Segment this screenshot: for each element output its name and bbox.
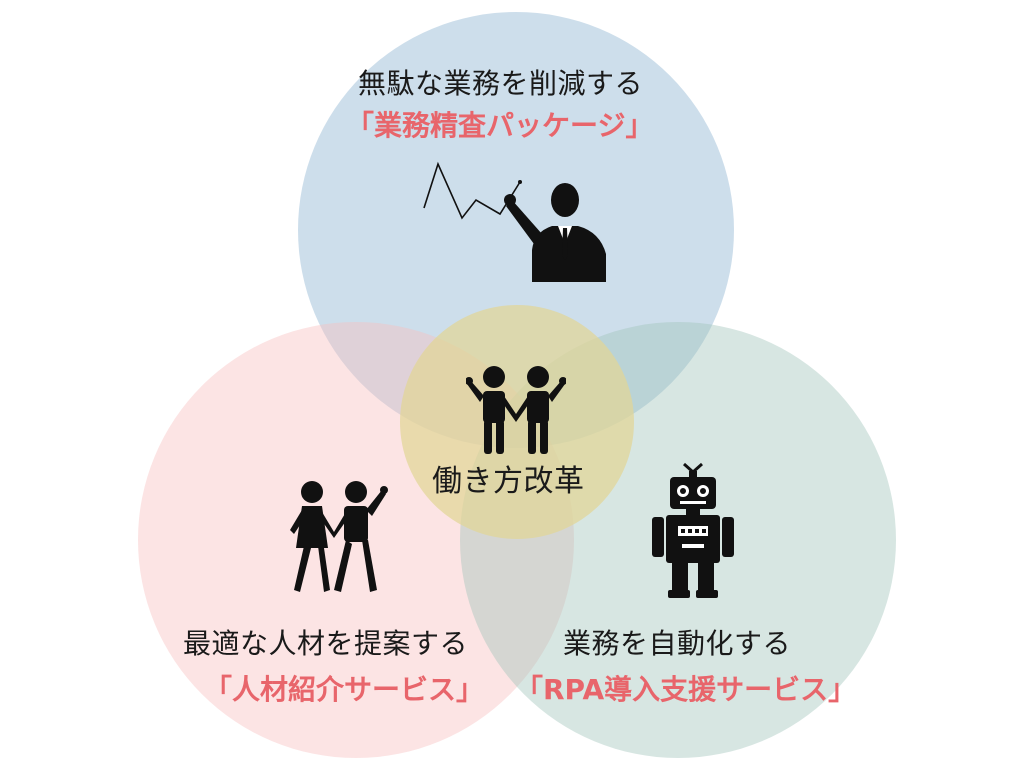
top-circle-product: 「業務精査パッケージ」: [346, 109, 654, 142]
robot-icon: [652, 462, 734, 598]
left-circle-label: 最適な人材を提案する: [183, 627, 469, 660]
circle-center: [400, 305, 634, 539]
right-circle-product: 「RPA導入支援サービス」: [515, 673, 857, 706]
left-circle-product: 「人材紹介サービス」: [204, 673, 485, 706]
presenter-icon: [423, 161, 606, 282]
team-icon: [466, 366, 566, 454]
center-label: 働き方改革: [432, 464, 585, 499]
top-circle-label: 無駄な業務を削減する: [358, 67, 644, 100]
right-circle-label: 業務を自動化する: [563, 627, 792, 660]
couple-icon: [290, 481, 388, 592]
